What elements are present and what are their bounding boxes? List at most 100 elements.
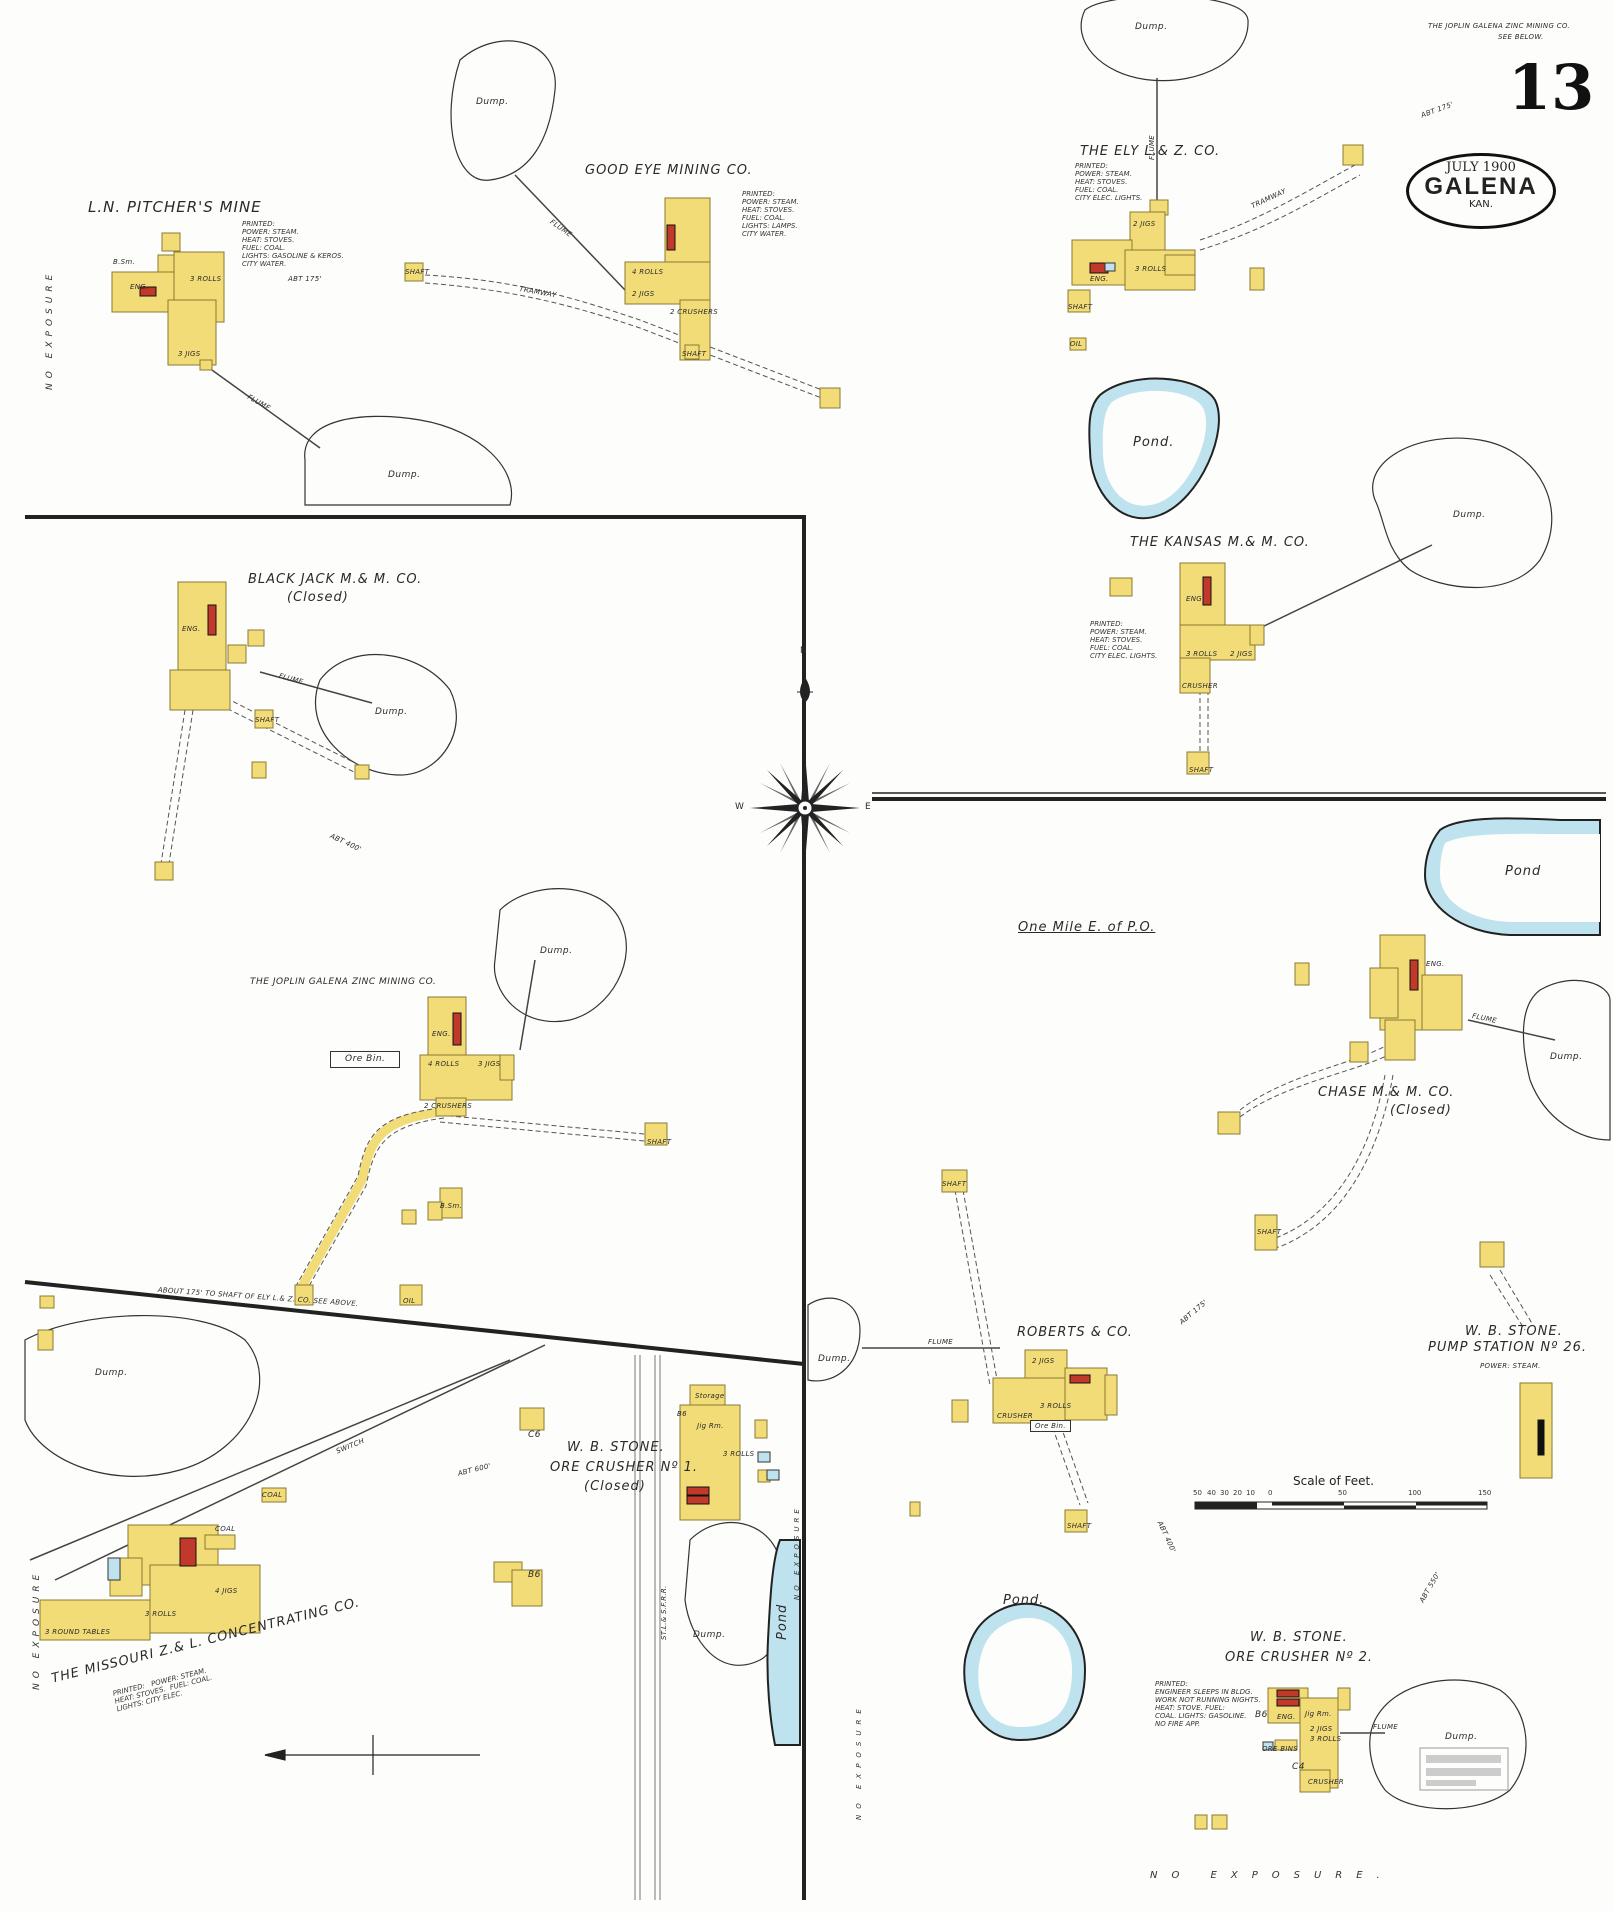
scale-tick-30: 30 [1220, 1489, 1229, 1497]
bldg-ely-jigs: 2 JIGS [1133, 220, 1156, 228]
bldg-roberts-rolls: 3 ROLLS [1040, 1402, 1072, 1410]
map-date: JULY 1900 [1446, 160, 1516, 175]
bldg-crusher1-jigrm: Jig Rm. [697, 1422, 724, 1430]
bldg-kansas-crusher: CRUSHER [1182, 682, 1218, 690]
bldg-pitcher-jigs: 3 JIGS [178, 350, 201, 358]
sub-stone-crusher-2: ORE CRUSHER Nº 2. [1225, 1650, 1374, 1665]
dump-roberts [807, 1297, 861, 1382]
dump-kansas [1372, 437, 1553, 588]
scale-tick-20: 20 [1233, 1489, 1242, 1497]
bldg-ely-shaft: SHAFT [1068, 303, 1093, 311]
blue-bins [107, 262, 1274, 1751]
compass-west: W [735, 802, 745, 812]
notes-kansas: PRINTED: POWER: STEAM. HEAT: STOVES. FUE… [1090, 620, 1158, 660]
dump-label-missouri: Dump. [95, 1368, 128, 1378]
bldg-crusher2-rolls: 3 ROLLS [1310, 1735, 1342, 1743]
bldg-crusher2-jig: Jig Rm. [1305, 1710, 1332, 1718]
abt-175-pitcher: ABT 175' [288, 275, 322, 283]
bldg-chase-eng: ENG. [1426, 960, 1445, 968]
building-kansas [1109, 562, 1265, 775]
scale-tick-10: 10 [1246, 1489, 1255, 1497]
library-stamp [1419, 1747, 1509, 1791]
label-ely: THE ELY L.& Z. CO. [1080, 144, 1221, 159]
bldg-roberts-crusher: CRUSHER [997, 1412, 1033, 1420]
dump-label-crusher-1: Dump. [693, 1630, 726, 1640]
dump-label-pitcher: Dump. [388, 470, 421, 480]
dump-joplin [493, 888, 627, 1023]
label-black-jack: BLACK JACK M.& M. CO. [248, 572, 423, 587]
bldg-good-eye-rolls: 4 ROLLS [632, 268, 664, 276]
bldg-chase-shaft: SHAFT [1257, 1228, 1282, 1236]
dump-missouri [24, 1315, 261, 1477]
bldg-crusher1-rolls: 3 ROLLS [723, 1450, 755, 1458]
status-stone-crusher-1: (Closed) [584, 1479, 646, 1494]
sub-stone-crusher-1: ORE CRUSHER Nº 1. [550, 1460, 699, 1475]
bldg-pitcher-bsm: B.Sm. [113, 258, 136, 266]
edge-label-middle-right: NO EXPOSURE [855, 1703, 863, 1820]
flume-label-crusher-2: FLUME [1373, 1723, 1399, 1731]
bldg-missouri-coal: COAL [215, 1525, 236, 1533]
railroad-label: ST.L.& S.F.R.R. [660, 1585, 668, 1640]
bldg-roberts-jigs: 2 JIGS [1032, 1357, 1055, 1365]
compass-north: N [800, 646, 808, 656]
dump-label-roberts: Dump. [818, 1354, 851, 1364]
label-stone-crusher-2: W. B. STONE. [1250, 1630, 1348, 1645]
bldg-black-jack-eng: ENG. [182, 625, 201, 633]
dump-crusher2 [1369, 1679, 1527, 1810]
label-roberts: ROBERTS & CO. [1017, 1325, 1133, 1340]
bldg-pitcher-eng: ENG. [130, 283, 149, 291]
railroad [634, 1355, 661, 1900]
dump-black-jack [314, 653, 457, 776]
title-cartouche: JULY 1900 GALENA KAN. [1406, 153, 1556, 229]
label-stone-crusher-1: W. B. STONE. [567, 1440, 665, 1455]
dump-label-chase: Dump. [1550, 1052, 1583, 1062]
city-name: GALENA [1424, 173, 1538, 200]
pond-label-north: Pond. [1133, 435, 1175, 450]
scale-tick-40: 40 [1207, 1489, 1216, 1497]
bldg-missouri-coal-2: COAL [262, 1491, 283, 1499]
bldg-crusher1-b6: B6 [677, 1410, 687, 1418]
label-pitcher-mine: L.N. PITCHER'S MINE [88, 198, 262, 216]
dump-pitcher [304, 415, 513, 506]
dump-label-good-eye: Dump. [476, 97, 509, 107]
edge-label-left-bottom: NO EXPOSURE [32, 1569, 42, 1690]
corner-note-line-1: THE JOPLIN GALENA ZINC MINING CO. [1428, 22, 1570, 30]
bldg-good-eye-jigs: 2 JIGS [632, 290, 655, 298]
scale-tick-0: 0 [1268, 1489, 1273, 1497]
scale-tick-150: 150 [1478, 1489, 1492, 1497]
bldg-roberts-shaft: SHAFT [1067, 1522, 1092, 1530]
block-divider-lines [24, 515, 1606, 1900]
pond-interiors [978, 390, 1600, 1727]
bldg-kansas-rolls: 3 ROLLS [1186, 650, 1218, 658]
dump-areas [24, 0, 1611, 1810]
sheet-number: 13 [1508, 51, 1595, 124]
label-good-eye: GOOD EYE MINING CO. [585, 163, 753, 178]
dump-chase [1522, 979, 1611, 1141]
bldg-crusher2-jigs: 2 JIGS [1310, 1725, 1333, 1733]
bldg-crusher2-b6: B6 [1255, 1710, 1268, 1720]
bldg-joplin-crushers: 2 CRUSHERS [424, 1102, 472, 1110]
buildings [37, 144, 1553, 1830]
sub-stone-pump: PUMP STATION Nº 26. [1428, 1340, 1588, 1355]
dump-label-black-jack: Dump. [375, 707, 408, 717]
notes-good-eye: PRINTED: POWER: STEAM. HEAT: STOVES. FUE… [742, 190, 799, 238]
bldg-ely-eng: ENG. [1090, 275, 1109, 283]
bldg-chase-shaft-2: SHAFT [942, 1180, 967, 1188]
bldg-kansas-shaft: SHAFT [1189, 766, 1214, 774]
notes-stone-crusher-2: PRINTED: ENGINEER SLEEPS IN BLDG. WORK N… [1155, 1680, 1261, 1728]
label-chase: CHASE M.& M. CO. [1318, 1085, 1455, 1100]
building-roberts [909, 1349, 1118, 1533]
scale-tick-50: 50 [1338, 1489, 1347, 1497]
building-ely [1067, 144, 1364, 351]
bldg-black-jack-shaft: SHAFT [255, 716, 280, 724]
dump-good-eye [450, 40, 556, 181]
bldg-ely-rolls: 3 ROLLS [1135, 265, 1167, 273]
bldg-missouri-tables: 3 ROUND TABLES [45, 1628, 111, 1636]
label-kansas: THE KANSAS M.& M. CO. [1130, 535, 1310, 550]
scale-title: Scale of Feet. [1293, 1474, 1375, 1488]
scale-tick-50-left: 50 [1193, 1489, 1202, 1497]
building-joplin [294, 996, 668, 1306]
reference-note: One Mile E. of P.O. [1018, 920, 1156, 935]
bldg-missouri-jigs: 4 JIGS [215, 1587, 238, 1595]
